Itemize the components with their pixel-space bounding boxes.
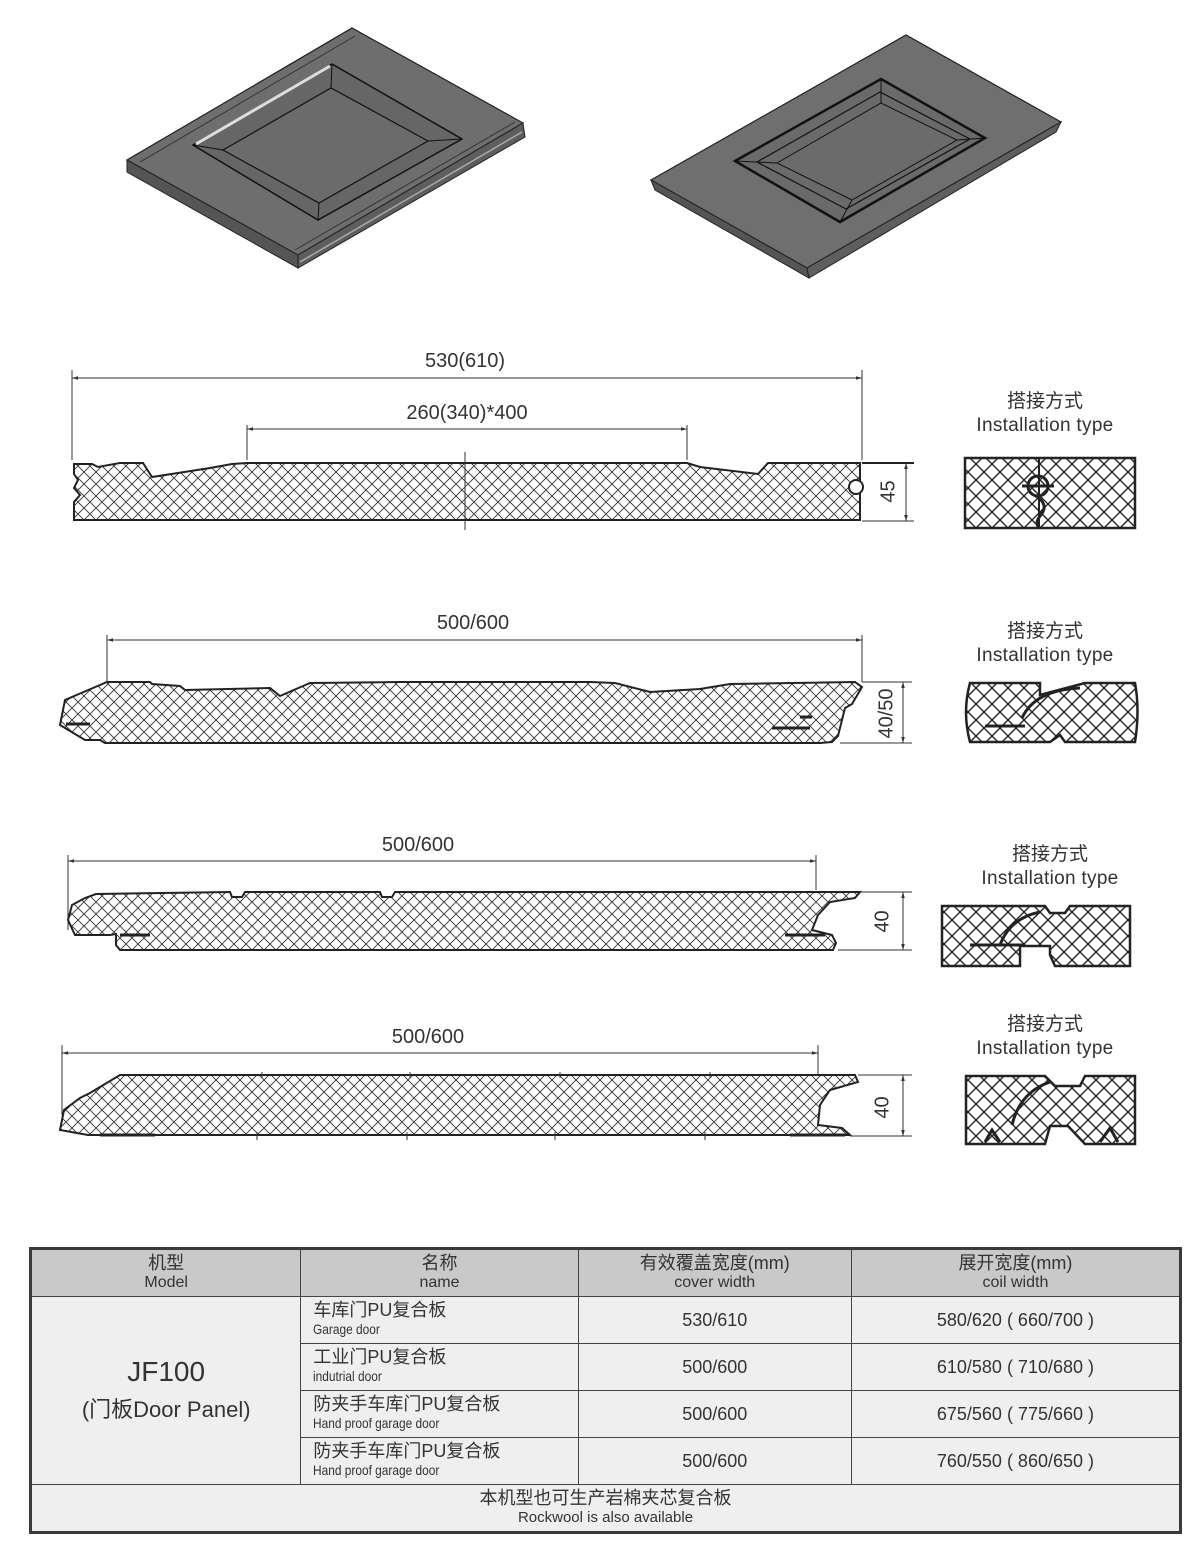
model-cell: JF100 (门板Door Panel) bbox=[29, 1296, 302, 1485]
cover-width-cell: 500/600 bbox=[577, 1343, 852, 1391]
install-joint-4 bbox=[964, 1074, 1137, 1146]
dimension-inner-width: 260(340)*400 bbox=[406, 402, 528, 424]
install-type-label-2: 搭接方式 Installation type bbox=[976, 621, 1114, 666]
cover-width-cell: 500/600 bbox=[577, 1390, 852, 1438]
install-joint-1 bbox=[963, 456, 1137, 530]
install-type-label-4: 搭接方式 Installation type bbox=[976, 1014, 1114, 1059]
panel-3d-raised-left bbox=[125, 27, 526, 269]
coil-width-cell: 675/560 ( 775/660 ) bbox=[850, 1390, 1182, 1438]
dimension-total-width: 500/600 bbox=[381, 834, 455, 856]
install-joint-2 bbox=[964, 681, 1139, 744]
table-footer-row: 本机型也可生产岩棉夹芯复合板 Rockwool is also availabl… bbox=[30, 1484, 1181, 1533]
rockwool-note: 本机型也可生产岩棉夹芯复合板 Rockwool is also availabl… bbox=[30, 1484, 1181, 1533]
panel-3d-raised-right bbox=[649, 34, 1063, 279]
header-coil-width: 展开宽度(mm)coil width bbox=[850, 1248, 1182, 1297]
dimension-total-width: 500/600 bbox=[436, 612, 510, 634]
header-cover-width: 有效覆盖宽度(mm)cover width bbox=[577, 1248, 852, 1297]
dimension-total-width: 500/600 bbox=[391, 1026, 465, 1048]
dimension-total-width: 530(610) bbox=[424, 350, 506, 372]
coil-width-cell: 580/620 ( 660/700 ) bbox=[850, 1296, 1182, 1344]
coil-width-cell: 760/550 ( 860/650 ) bbox=[850, 1437, 1182, 1485]
cover-width-cell: 500/600 bbox=[577, 1437, 852, 1485]
coil-width-cell: 610/580 ( 710/680 ) bbox=[850, 1343, 1182, 1391]
install-joint-3 bbox=[940, 904, 1132, 968]
install-type-label-3: 搭接方式 Installation type bbox=[981, 844, 1119, 889]
install-type-label-1: 搭接方式 Installation type bbox=[976, 391, 1114, 436]
cover-width-cell: 530/610 bbox=[577, 1296, 852, 1344]
